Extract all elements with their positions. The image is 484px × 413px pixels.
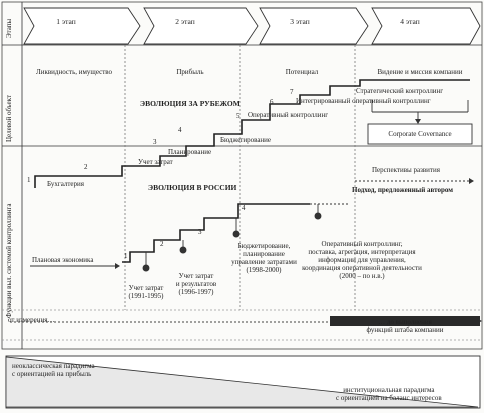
russia-staircase <box>122 203 310 263</box>
paradigm-right: институциональная парадигма с ориентацие… <box>336 386 442 402</box>
russia-milestone-1: Учет затрат (1991-1995) <box>128 284 164 300</box>
abroad-step-6-label: Оперативный контроллинг <box>248 111 329 119</box>
abroad-step-7-num: 7 <box>290 88 294 96</box>
abroad-step-3-label: Учет затрат <box>138 158 173 166</box>
russia-milestone-2: Учет затрат и результатов (1996-1997) <box>175 272 217 296</box>
paradigm-left: неоклассическая парадигма с ориентацией … <box>12 362 95 378</box>
target-1: Ликвидность, имущество <box>35 68 113 76</box>
stage-4-chevron <box>371 7 481 45</box>
abroad-step-1-label: Бухгалтерия <box>47 180 85 188</box>
russia-step-3-num: 3 <box>198 228 202 236</box>
russia-step-1-num: 1 <box>124 252 128 260</box>
abroad-step-6-num: 6 <box>270 98 274 106</box>
evolution-abroad-title: ЭВОЛЮЦИЯ ЗА РУБЕЖОМ <box>140 99 240 108</box>
abroad-step-5-num: 5 <box>236 112 240 120</box>
abroad-step-3-num: 3 <box>153 138 157 146</box>
russia-step-2-num: 2 <box>160 240 164 248</box>
abroad-step-2-num: 2 <box>84 163 88 171</box>
russia-step-4-num: 4 <box>242 204 246 212</box>
plan-economy-label: Плановая экономика <box>32 256 94 264</box>
russia-milestone-3: Бюджетирование, планирование управление … <box>231 242 297 274</box>
prospects-label: Перспективы развития <box>372 166 440 174</box>
russia-milestone-4: Оперативный контроллинг, поставка, агрег… <box>302 240 422 280</box>
measurement-left: от измерения… <box>8 316 55 324</box>
corporate-governance-label: Corporate Covernance <box>388 130 452 138</box>
abroad-step-4-num: 4 <box>178 126 182 134</box>
abroad-staircase <box>34 79 470 188</box>
stage-4-label: 4 этап <box>400 17 420 26</box>
stage-2-label: 2 этап <box>175 17 195 26</box>
abroad-strategic-label: Стратегический контроллинг <box>356 87 444 95</box>
stage-2-chevron <box>143 7 259 45</box>
stage-3-label: 3 этап <box>290 17 310 26</box>
row-label-target: Целевой объект <box>5 95 13 142</box>
measurement-right: … до выполнения функций штаба компании <box>366 318 444 334</box>
target-4: Видение и миссия компании <box>377 68 463 76</box>
target-2: Прибыль <box>176 68 204 76</box>
stage-1-label: 1 этап <box>56 17 76 26</box>
author-approach-label: Подход, предложенный автором <box>352 186 453 194</box>
abroad-step-5-label: Бюджетирование <box>220 136 272 144</box>
evolution-russia-title: ЭВОЛЮЦИЯ В РОССИИ <box>148 183 237 192</box>
abroad-step-4-label: Планирование <box>168 148 212 156</box>
target-3: Потенциал <box>285 68 319 76</box>
abroad-step-1-num: 1 <box>27 176 31 184</box>
abroad-step-7-label: Интегрированный оперативный контроллинг <box>296 97 431 105</box>
corporate-governance-box <box>367 123 473 145</box>
stage-1-chevron <box>23 7 141 45</box>
row-label-stages: Этапы <box>5 18 13 38</box>
row-label-functions: Функции выл. системой контроллинга <box>5 203 13 318</box>
stage-3-chevron <box>259 7 369 45</box>
